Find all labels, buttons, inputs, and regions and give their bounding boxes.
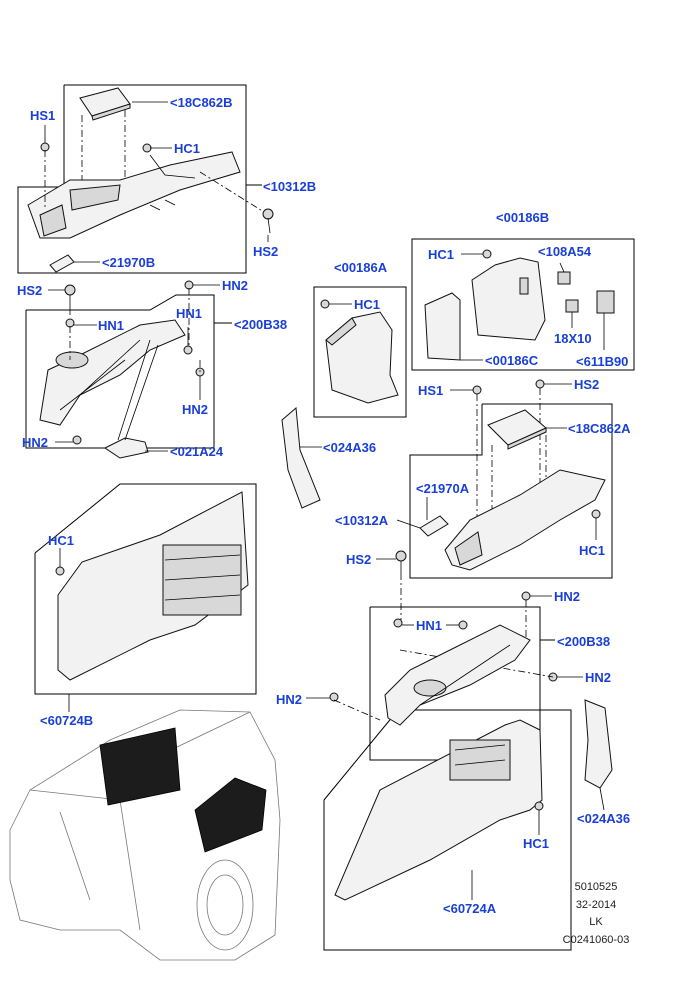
label-hc1-00186B: HC1 xyxy=(428,247,454,262)
label-200B38-right: <200B38 xyxy=(557,634,610,649)
clip-hn2-left-a xyxy=(184,280,194,290)
trim-21970B xyxy=(49,254,75,273)
label-hn2-right-d: HN2 xyxy=(276,692,302,707)
vehicle-outline xyxy=(9,709,281,961)
footer-date: 32-2014 xyxy=(576,899,616,911)
label-hs1-top-left: HS1 xyxy=(30,108,55,123)
cover-18C862A xyxy=(487,409,547,450)
panel-00186B xyxy=(471,257,546,341)
label-hn2-right-c: HN2 xyxy=(585,670,611,685)
console-10312A xyxy=(444,469,606,571)
label-hs1-right: HS1 xyxy=(418,383,443,398)
label-18X10: 18X10 xyxy=(554,331,592,346)
label-hc1-60724B: HC1 xyxy=(48,533,74,548)
label-024A36-center: <024A36 xyxy=(323,440,376,455)
panel-00186A xyxy=(325,311,399,404)
label-00186C: <00186C xyxy=(485,353,539,368)
label-10312A: <10312A xyxy=(335,513,389,528)
footer-code: LK xyxy=(589,916,603,928)
label-hs2-left: HS2 xyxy=(17,283,42,298)
clip-hn2-left-c xyxy=(72,435,82,445)
box-00186A xyxy=(313,286,407,418)
label-108A54: <108A54 xyxy=(538,244,592,259)
bracket-200B38-left xyxy=(39,319,186,426)
label-hs2-right: HS2 xyxy=(346,552,371,567)
label-60724A: <60724A xyxy=(443,901,497,916)
label-024A36-right: <024A36 xyxy=(577,811,630,826)
console-10312B xyxy=(27,151,241,239)
label-hn1-left-a: HN1 xyxy=(98,318,124,333)
label-hc1-right-console: HC1 xyxy=(579,543,605,558)
label-611B90: <611B90 xyxy=(576,354,628,369)
label-hn2-right-a: HN2 xyxy=(554,589,580,604)
trim-024A36-center xyxy=(281,406,321,509)
label-hn2-left-b: HN2 xyxy=(182,402,208,417)
box-200B38-right xyxy=(369,606,555,761)
panel-00186C xyxy=(424,292,461,361)
cover-18C862B xyxy=(79,87,131,121)
label-hc1-00186A: HC1 xyxy=(354,297,380,312)
label-21970A: <21970A xyxy=(416,481,470,496)
screw-hs2-top-left xyxy=(262,208,274,234)
panel-60724B xyxy=(57,491,249,681)
screw-hs2-right xyxy=(395,550,407,573)
label-18C862B: <18C862B xyxy=(170,95,233,110)
clip-hn1-right xyxy=(393,618,403,628)
label-hn1-left-b: HN1 xyxy=(176,306,202,321)
label-200B38-left: <200B38 xyxy=(234,317,287,332)
panel-60724A xyxy=(334,719,543,901)
label-18C862A: <18C862A xyxy=(568,421,631,436)
clip-hn2-right-b xyxy=(521,591,531,601)
footer-part-number: 5010525 xyxy=(575,881,618,893)
label-hs2-top-left: HS2 xyxy=(253,244,278,259)
label-60724B: <60724B xyxy=(40,713,93,728)
nut-18X10 xyxy=(565,299,579,313)
label-10312B: <10312B xyxy=(263,179,316,194)
clip-hn1-left-b xyxy=(183,345,193,355)
label-21970B: <21970B xyxy=(102,255,155,270)
clip-hs1-top-left xyxy=(40,142,50,152)
trim-024A36-right xyxy=(584,699,613,789)
clip-hc1-right-console xyxy=(591,509,601,519)
clip-hc1-60724B xyxy=(55,566,65,576)
trim-21970A xyxy=(419,515,449,537)
bracket-200B38-right xyxy=(384,624,531,726)
box-10312A xyxy=(409,403,613,579)
label-hc1-60724A: HC1 xyxy=(523,836,549,851)
box-60724A xyxy=(323,709,572,951)
clip-hc1-60724A xyxy=(534,801,544,811)
box-10312B xyxy=(17,84,262,274)
clip-hn2-right-a xyxy=(458,620,468,630)
box-00186B xyxy=(411,238,635,371)
socket-611B90 xyxy=(596,290,615,314)
label-hn1-right: HN1 xyxy=(416,618,442,633)
label-hn2-left-a: HN2 xyxy=(222,278,248,293)
label-hs2-right-top: HS2 xyxy=(574,377,599,392)
footer-ref: C0241060-03 xyxy=(563,934,630,946)
clip-hs1-right xyxy=(472,385,482,395)
label-00186B: <00186B xyxy=(496,210,549,225)
label-00186A: <00186A xyxy=(334,260,388,275)
box-60724B xyxy=(34,483,257,695)
label-hc1-top-left: HC1 xyxy=(174,141,200,156)
clip-hc1-00186A xyxy=(320,299,330,309)
label-021A24: <021A24 xyxy=(170,444,224,459)
label-hn2-left-c: HN2 xyxy=(22,435,48,450)
screw-hs2-right-top xyxy=(535,379,545,389)
clip-hn1-left-a xyxy=(65,318,75,328)
clip-hc1-00186B xyxy=(482,249,492,259)
switch-108A54 xyxy=(557,271,571,285)
panel-021A24 xyxy=(104,339,159,459)
clip-hc1-top-left xyxy=(142,143,152,153)
clip-hn2-right-d xyxy=(329,692,339,702)
